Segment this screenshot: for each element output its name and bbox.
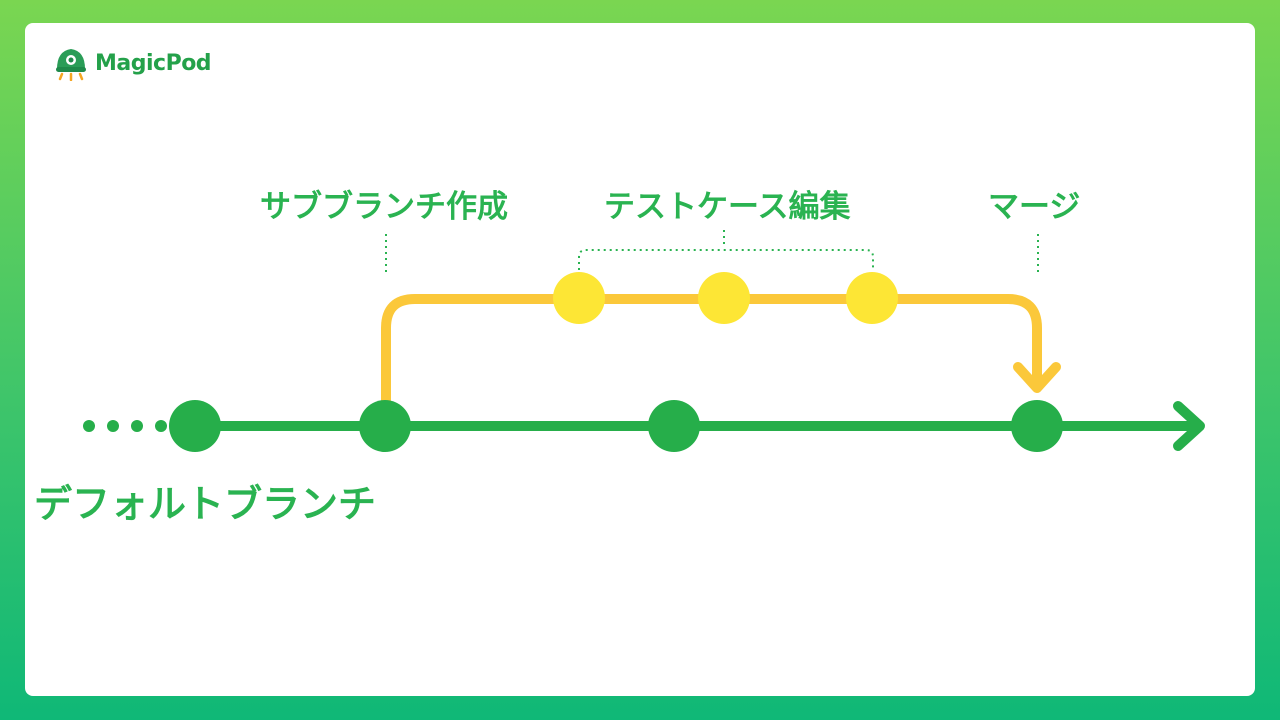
edit-test-cases-label: テストケース編集 bbox=[604, 189, 851, 225]
logo-text: MagicPod bbox=[95, 50, 212, 76]
main-commit bbox=[648, 400, 700, 452]
content-card bbox=[25, 23, 1255, 696]
default-branch-label: デフォルトブランチ bbox=[34, 482, 377, 526]
merge-arrowhead bbox=[1013, 362, 1061, 393]
main-commit bbox=[169, 400, 221, 452]
main-branch-arrowhead bbox=[1173, 401, 1205, 451]
merge-label: マージ bbox=[988, 189, 1081, 225]
sub-branch-commit bbox=[698, 272, 750, 324]
edit-bracket-line bbox=[578, 249, 874, 270]
logo: MagicPod bbox=[53, 45, 212, 81]
magicpod-logo-icon bbox=[56, 49, 86, 81]
ellipsis-dot bbox=[131, 420, 143, 432]
ellipsis-dot bbox=[107, 420, 119, 432]
main-commit-merge-point bbox=[1011, 400, 1063, 452]
ellipsis-dot bbox=[155, 420, 167, 432]
ellipsis-dot bbox=[83, 420, 95, 432]
sub-branch-commit bbox=[553, 272, 605, 324]
create-sub-branch-label: サブブランチ作成 bbox=[260, 189, 508, 225]
main-commit-branch-point bbox=[359, 400, 411, 452]
sub-branch-commit bbox=[846, 272, 898, 324]
